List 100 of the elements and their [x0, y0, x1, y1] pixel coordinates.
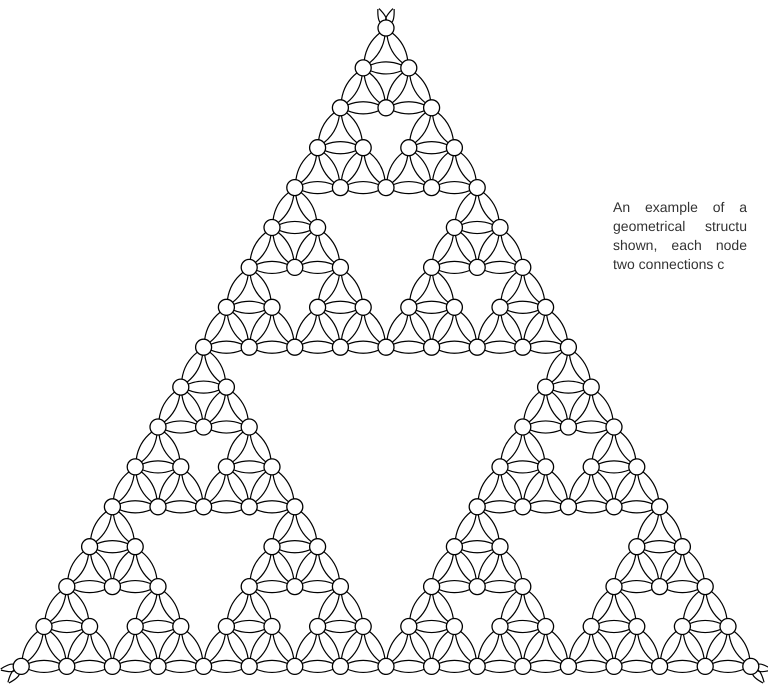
node-circle: [126, 538, 144, 556]
node-circle: [263, 298, 281, 316]
node-circle: [354, 298, 372, 316]
node-circle: [240, 258, 258, 276]
node-circle: [446, 298, 464, 316]
node-circle: [536, 298, 554, 316]
node-circle: [286, 178, 304, 196]
node-circle: [560, 338, 578, 356]
node-circle: [240, 498, 258, 516]
node-circle: [149, 658, 167, 676]
node-circle: [240, 338, 258, 356]
node-circle: [194, 498, 212, 516]
node-circle: [332, 578, 350, 596]
node-circle: [286, 258, 304, 276]
node-circle: [149, 418, 167, 436]
node-circle: [354, 59, 372, 77]
node-circle: [80, 618, 98, 636]
node-circle: [126, 618, 144, 636]
node-circle: [194, 418, 212, 436]
node-circle: [286, 498, 304, 516]
node-circle: [468, 658, 486, 676]
node-circle: [628, 618, 646, 636]
node-circle: [308, 218, 326, 236]
node-circle: [263, 618, 281, 636]
node-circle: [650, 658, 668, 676]
node-circle: [514, 258, 532, 276]
node-circle: [218, 618, 236, 636]
node-circle: [628, 538, 646, 556]
node-circle: [446, 139, 464, 156]
node-circle: [605, 578, 623, 596]
node-circle: [377, 99, 395, 116]
node-circle: [126, 458, 144, 476]
node-circle: [354, 139, 372, 156]
node-circle: [400, 618, 418, 636]
node-circle: [12, 658, 30, 676]
node-circle: [491, 618, 509, 636]
node-circle: [240, 418, 258, 436]
node-circle: [308, 538, 326, 556]
node-circle: [332, 178, 350, 196]
node-circle: [491, 218, 509, 236]
node-circle: [58, 658, 76, 676]
node-circle: [468, 178, 486, 196]
node-circle: [308, 618, 326, 636]
node-circle: [377, 658, 395, 676]
node-circle: [514, 578, 532, 596]
node-circle: [422, 258, 440, 276]
node-circle: [514, 338, 532, 356]
node-circle: [605, 658, 623, 676]
node-circle: [172, 378, 190, 396]
node-circle: [560, 418, 578, 436]
node-circle: [149, 578, 167, 596]
node-circle: [172, 458, 190, 476]
node-circle: [422, 658, 440, 676]
node-circle: [560, 658, 578, 676]
node-circle: [218, 378, 236, 396]
node-circle: [354, 618, 372, 636]
node-circle: [308, 298, 326, 316]
node-circle: [377, 19, 395, 37]
node-circle: [172, 618, 190, 636]
node-circle: [332, 338, 350, 356]
node-circle: [35, 618, 53, 636]
node-circle: [491, 538, 509, 556]
node-circle: [240, 658, 258, 676]
node-circle: [742, 658, 760, 676]
node-circle: [332, 99, 350, 116]
node-circle: [582, 458, 600, 476]
node-circle: [491, 298, 509, 316]
node-circle: [650, 498, 668, 516]
node-circle: [446, 538, 464, 556]
node-circle: [58, 578, 76, 596]
node-circle: [80, 538, 98, 556]
caption-text: An example of a geometrical structu shown, each node two connections c: [613, 198, 747, 274]
node-circle: [446, 618, 464, 636]
node-circle: [696, 578, 714, 596]
node-circle: [422, 338, 440, 356]
node-circle: [650, 578, 668, 596]
node-circle: [286, 338, 304, 356]
node-circle: [422, 99, 440, 116]
node-circle: [263, 458, 281, 476]
node-circle: [560, 498, 578, 516]
node-circle: [104, 498, 122, 516]
node-circle: [400, 59, 418, 77]
node-circle: [514, 658, 532, 676]
node-circle: [240, 578, 258, 596]
node-circle: [536, 618, 554, 636]
node-circle: [582, 618, 600, 636]
node-circle: [332, 258, 350, 276]
node-circle: [674, 618, 692, 636]
node-circle: [514, 498, 532, 516]
node-circle: [286, 658, 304, 676]
node-circle: [605, 418, 623, 436]
node-circle: [422, 178, 440, 196]
node-circle: [308, 139, 326, 156]
node-circle: [194, 338, 212, 356]
node-circle: [263, 218, 281, 236]
node-circle: [422, 578, 440, 596]
node-circle: [582, 378, 600, 396]
node-circle: [104, 658, 122, 676]
node-circle: [332, 658, 350, 676]
node-circle: [491, 458, 509, 476]
